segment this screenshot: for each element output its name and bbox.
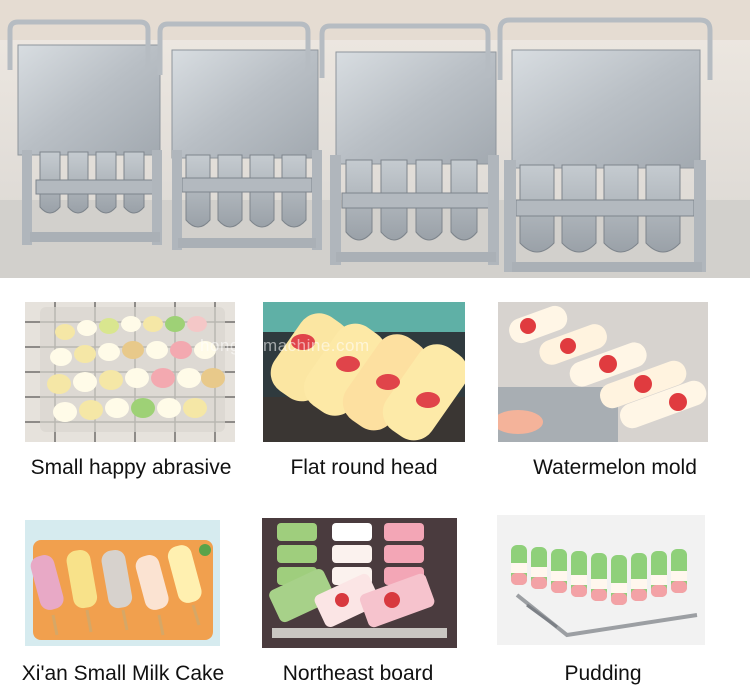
caption-small-happy-abrasive: Small happy abrasive xyxy=(30,456,232,479)
caption-watermelon-mold: Watermelon mold xyxy=(533,456,697,479)
caption-pudding: Pudding xyxy=(564,662,642,685)
mini-popsicles-tray-illustration xyxy=(25,302,235,442)
product-photo-flat-round-head xyxy=(263,302,465,442)
milk-popsicles-on-ice-illustration xyxy=(25,520,220,646)
caption-northeast-board: Northeast board xyxy=(282,662,434,685)
caption-flat-round-head: Flat round head xyxy=(290,456,438,479)
board-popsicles-illustration xyxy=(262,518,457,648)
layered-pudding-popsicles-illustration xyxy=(497,515,705,645)
caption-xian-small-milk-cake: Xi'an Small Milk Cake xyxy=(21,662,225,685)
watermark-text: hongshimachine.com xyxy=(200,336,370,355)
product-photo-northeast-board xyxy=(262,518,457,648)
product-photo-small-happy-abrasive xyxy=(25,302,235,442)
product-photo-pudding xyxy=(497,515,705,645)
product-photo-xian-small-milk-cake xyxy=(25,520,220,646)
product-photo-watermelon-mold xyxy=(498,302,708,442)
hero-mold-frames-photo xyxy=(0,0,750,278)
steel-mold-frames-illustration xyxy=(0,0,750,278)
strawberry-popsicles-illustration xyxy=(498,302,708,442)
fruit-popsicles-illustration xyxy=(263,302,465,442)
